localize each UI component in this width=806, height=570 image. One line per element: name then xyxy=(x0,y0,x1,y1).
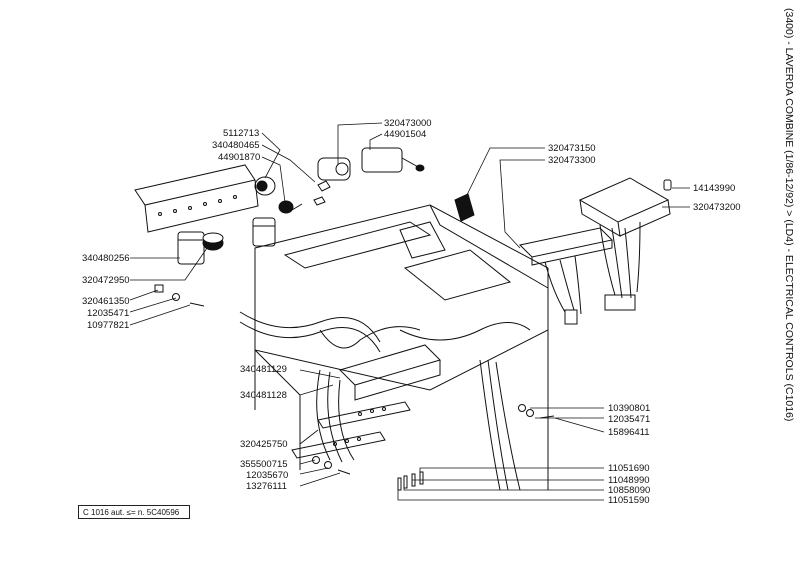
label-320472950: 320472950 xyxy=(82,275,130,286)
label-340481129: 340481129 xyxy=(240,364,287,375)
bulb xyxy=(664,180,671,190)
label-11051690: 11051690 xyxy=(608,463,650,474)
rocker-switch xyxy=(455,194,474,221)
label-320473000: 320473000 xyxy=(384,118,432,129)
dashboard-console xyxy=(255,205,548,490)
label-15896411: 15896411 xyxy=(608,427,650,438)
label-340480465: 340480465 xyxy=(212,140,260,151)
bracket-lower xyxy=(292,432,385,458)
toggle-switch xyxy=(362,148,424,172)
fasteners xyxy=(155,285,554,490)
label-44901504: 44901504 xyxy=(384,129,427,140)
mounting-rail xyxy=(135,165,258,232)
leader-lines xyxy=(130,123,690,500)
label-11051590: 11051590 xyxy=(608,495,650,506)
label-340481128: 340481128 xyxy=(240,390,287,401)
label-340480256: 340480256 xyxy=(82,253,130,264)
page-title-vertical: (3400) - LAVERDA COMBINE (1/86-12/92) > … xyxy=(781,8,801,568)
label-14143990: 14143990 xyxy=(693,183,736,194)
page-title: (3400) - LAVERDA COMBINE (1/86-12/92) > … xyxy=(783,8,795,422)
label-10977821: 10977821 xyxy=(87,320,130,331)
label-10858090: 10858090 xyxy=(608,485,651,496)
label-11048990: 11048990 xyxy=(608,475,650,486)
label-12035670: 12035670 xyxy=(246,470,289,481)
relay-right xyxy=(253,218,275,246)
label-320425750: 320425750 xyxy=(240,439,288,450)
label-12035471-right: 12035471 xyxy=(608,414,651,425)
connector-block-small xyxy=(520,228,612,324)
label-355500715: 355500715 xyxy=(240,459,288,470)
wiring-harness xyxy=(240,312,530,490)
ignition-switch xyxy=(255,158,350,213)
footer-reference: C 1016 aut. ≤= n. 5C40596 xyxy=(78,505,190,519)
bracket-upper xyxy=(318,402,410,428)
fuse-box xyxy=(317,345,440,462)
buzzer xyxy=(203,233,223,250)
label-12035471-left: 12035471 xyxy=(87,308,130,319)
relay-left xyxy=(178,232,204,264)
label-320461350: 320461350 xyxy=(82,296,130,307)
connector-block-large xyxy=(580,178,670,310)
label-5112713: 5112713 xyxy=(223,128,260,139)
label-10390801: 10390801 xyxy=(608,403,651,414)
label-44901870: 44901870 xyxy=(218,152,261,163)
label-320473200: 320473200 xyxy=(693,202,741,213)
label-320473300: 320473300 xyxy=(548,155,596,166)
label-320473150: 320473150 xyxy=(548,143,596,154)
label-13276111: 13276111 xyxy=(246,481,287,492)
